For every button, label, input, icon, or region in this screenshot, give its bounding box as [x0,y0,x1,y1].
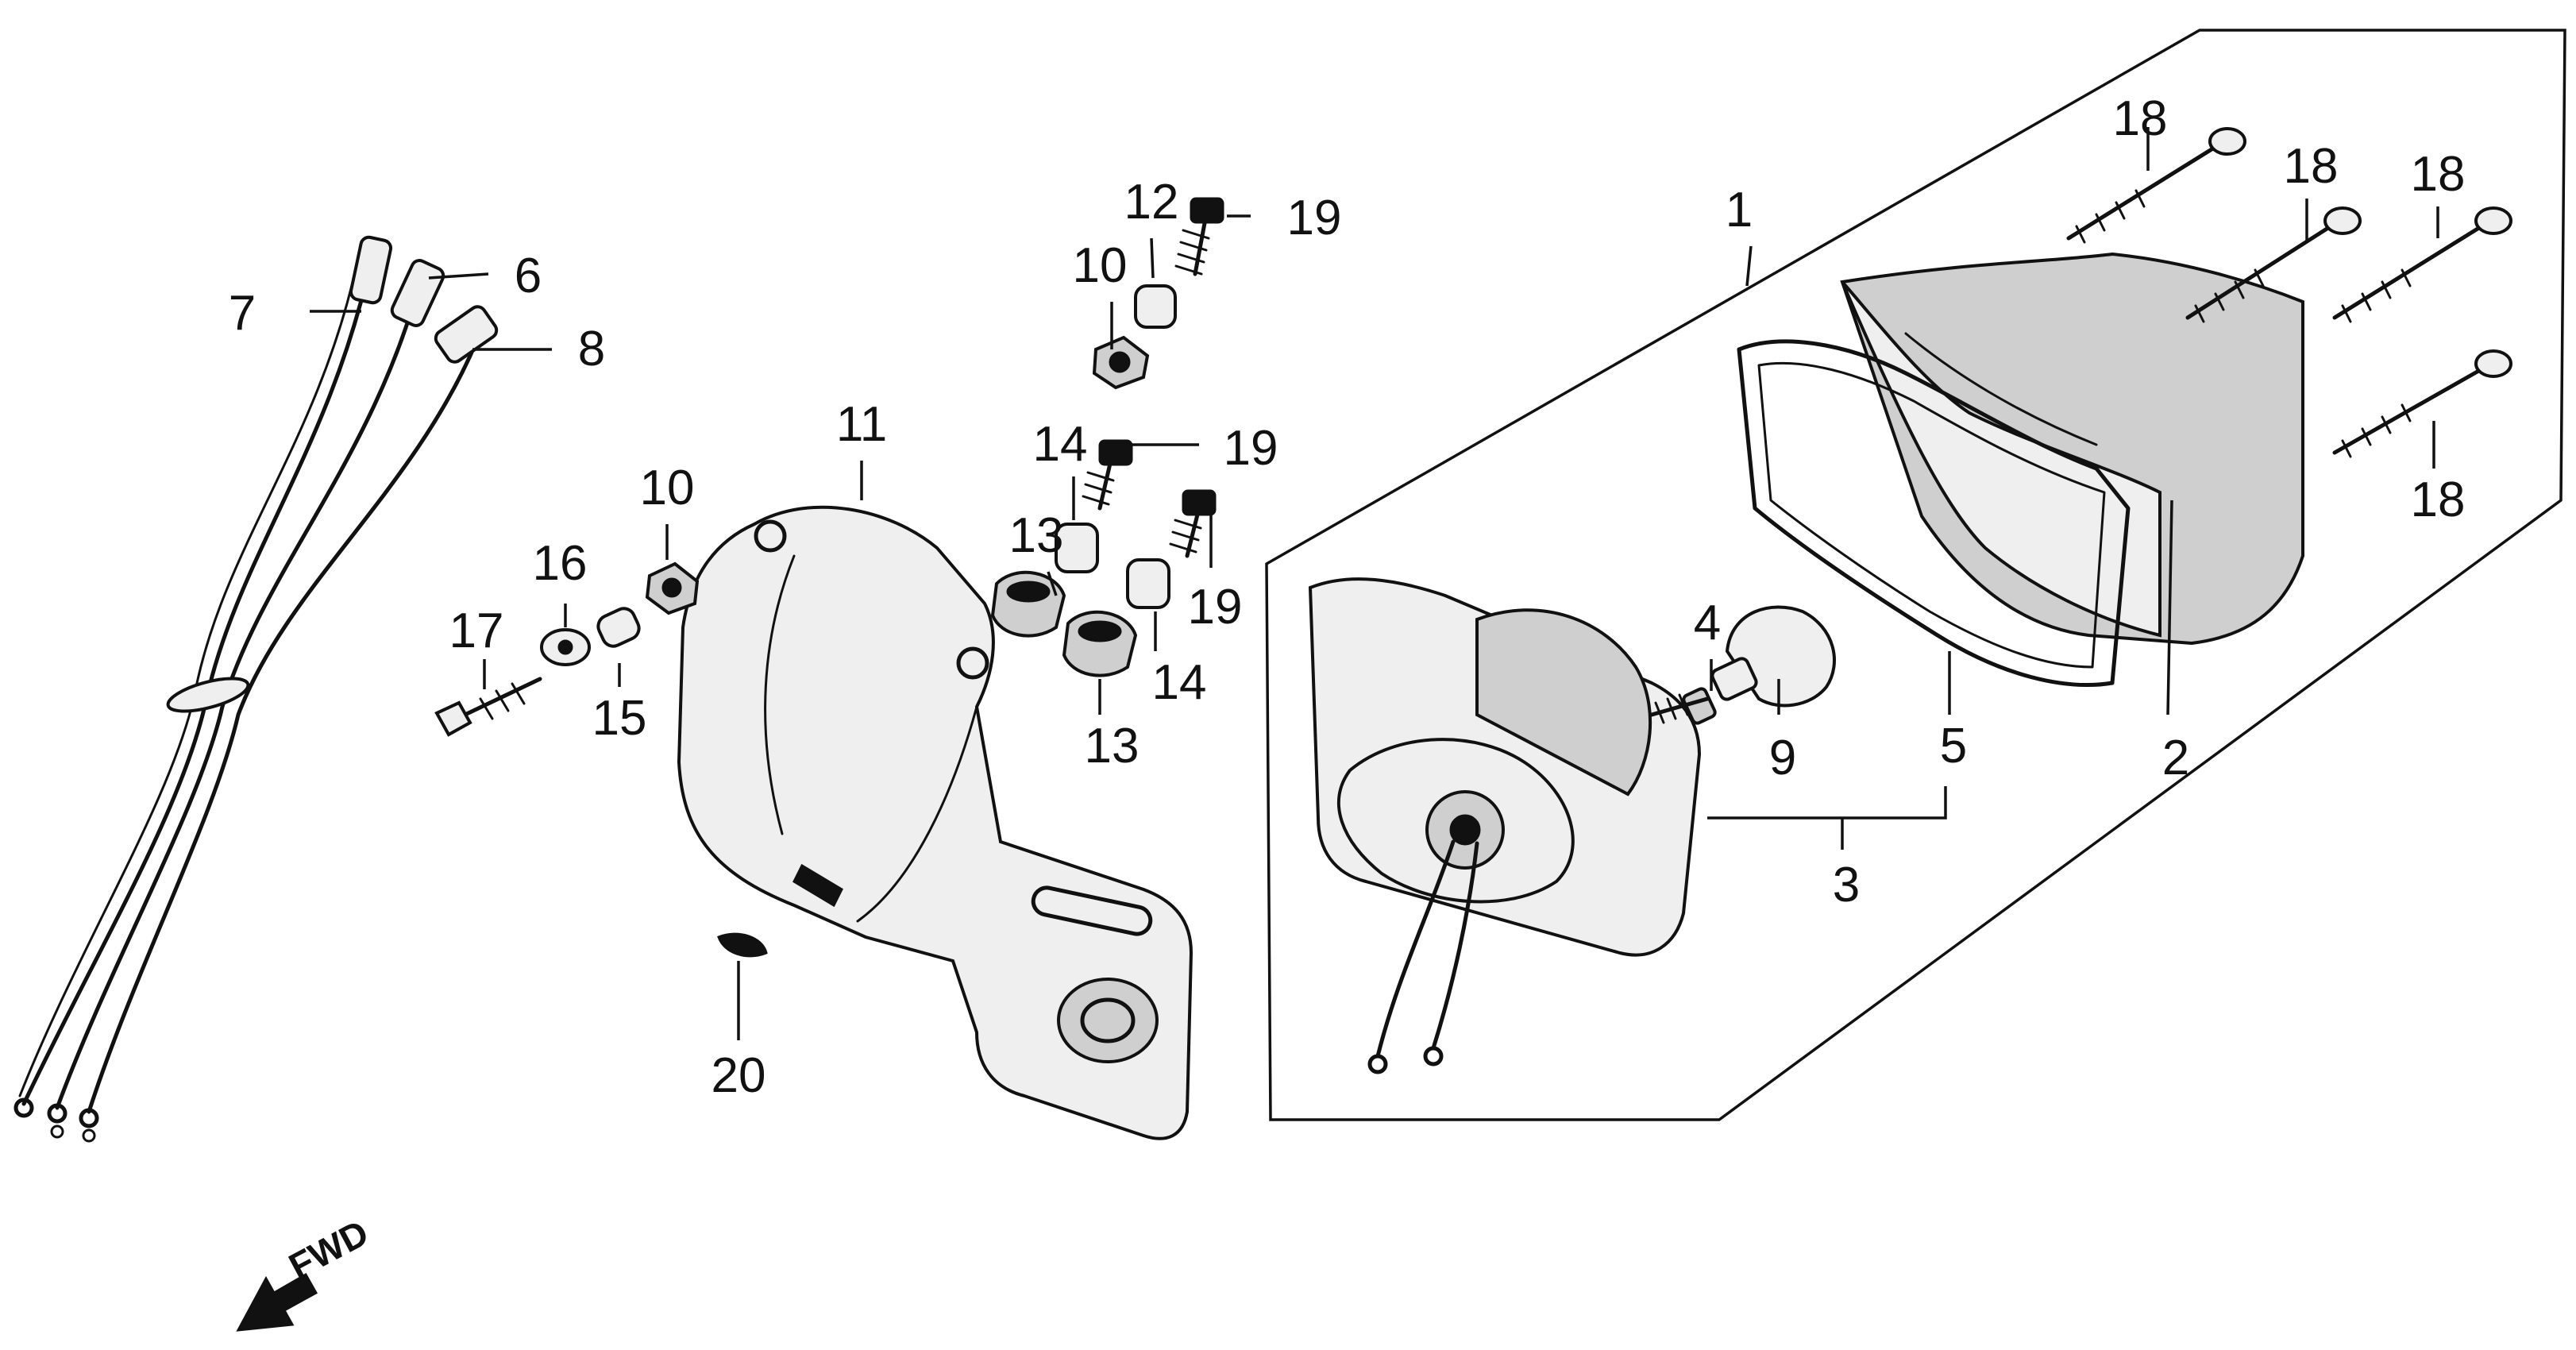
forward-arrow-icon [236,1272,318,1332]
part-labels: 1 2 3 4 5 6 7 8 9 10 10 11 12 13 13 14 1… [229,91,2466,1103]
label-part-9: 9 [1769,731,1796,785]
label-part-10-top: 10 [1073,238,1128,293]
label-part-13-upper: 13 [1009,508,1064,563]
clip-20 [717,932,768,958]
tail-lens [1840,252,2304,646]
label-part-6: 6 [515,249,542,303]
wire-harness [13,235,499,1143]
label-part-13-lower: 13 [1085,719,1140,773]
label-part-3: 3 [1833,858,1860,912]
label-part-18-a: 18 [2113,91,2168,146]
label-part-1: 1 [1726,183,1753,237]
label-part-14-upper: 14 [1033,417,1088,472]
label-part-4: 4 [1694,596,1721,650]
label-part-5: 5 [1940,719,1967,773]
label-part-17: 17 [449,604,504,658]
label-part-12: 12 [1124,175,1179,230]
label-part-19-lower: 19 [1188,580,1243,634]
label-part-18-d: 18 [2411,472,2466,527]
label-part-2: 2 [2162,731,2189,785]
bulb-and-socket [1649,605,1836,725]
label-part-15: 15 [592,691,647,746]
light-housing [1308,577,1702,1074]
label-part-16: 16 [533,536,588,591]
assembly-frame [1265,29,2566,1121]
label-part-10-left: 10 [640,461,695,515]
label-part-8: 8 [578,322,605,376]
forward-label: FWD [282,1212,375,1287]
label-part-18-c: 18 [2411,147,2466,202]
label-part-11: 11 [836,397,887,452]
label-part-19-mid: 19 [1224,421,1278,476]
forward-direction-indicator: FWD [236,1212,375,1332]
lens-gasket [1737,339,2131,687]
label-part-7: 7 [229,286,256,341]
label-part-19-top: 19 [1287,191,1342,245]
label-part-18-b: 18 [2284,139,2339,194]
leader-lines [310,127,2439,1040]
rear-bracket [677,505,1194,1140]
hardware [434,197,1224,737]
label-part-14-lower: 14 [1152,655,1207,710]
label-part-20: 20 [711,1048,766,1103]
